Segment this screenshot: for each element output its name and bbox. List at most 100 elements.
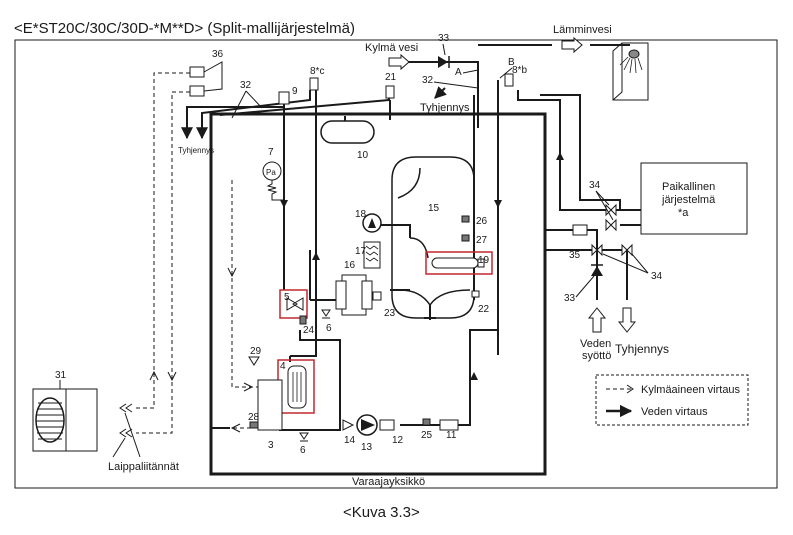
label-15: 15 bbox=[428, 203, 440, 214]
outdoor-unit bbox=[32, 380, 98, 452]
label-26: 26 bbox=[476, 216, 488, 227]
component-22 bbox=[471, 290, 480, 298]
label-10: 10 bbox=[357, 150, 369, 161]
label-27: 27 bbox=[476, 235, 488, 246]
unit-3 bbox=[257, 379, 283, 431]
label-6b: 6 bbox=[300, 445, 306, 456]
local-system-line2: järjestelmä bbox=[661, 194, 716, 206]
pressure-gauge-text: Pa bbox=[266, 168, 276, 177]
label-17: 17 bbox=[355, 246, 367, 257]
local-system-line3: *a bbox=[678, 207, 689, 219]
component-9 bbox=[278, 91, 290, 105]
component-36-top bbox=[189, 66, 205, 78]
label-3: 3 bbox=[268, 440, 274, 451]
cold-water-label: Kylmä vesi bbox=[365, 42, 418, 54]
water-lines bbox=[186, 44, 625, 431]
cold-water-arrow bbox=[388, 53, 410, 71]
valve-14 bbox=[342, 419, 355, 431]
local-system-box bbox=[640, 162, 748, 235]
drain-right-arrow bbox=[617, 307, 637, 333]
label-33b: 33 bbox=[564, 293, 576, 304]
drain-cock-6-upper bbox=[321, 309, 331, 319]
label-12: 12 bbox=[392, 435, 404, 446]
figure-caption: <Kuva 3.3> bbox=[343, 504, 420, 521]
local-system-line1: Paikallinen bbox=[662, 181, 715, 193]
component-21 bbox=[385, 85, 395, 99]
label-18: 18 bbox=[355, 209, 367, 220]
component-12 bbox=[379, 419, 395, 431]
three-way-valve-5-box bbox=[279, 289, 308, 319]
refrigerant-lines bbox=[136, 72, 258, 434]
refrigerant-flow-arrows bbox=[149, 267, 254, 433]
label-7: 7 bbox=[268, 147, 274, 158]
label-5: 5 bbox=[284, 292, 290, 303]
sensor-27 bbox=[461, 234, 470, 242]
component-8b bbox=[504, 73, 514, 87]
valves-34-bottom bbox=[591, 243, 633, 257]
label-8c: 8*c bbox=[310, 66, 324, 77]
storage-unit-frame bbox=[209, 112, 547, 476]
label-31: 31 bbox=[55, 370, 67, 381]
label-32a: 32 bbox=[240, 80, 252, 91]
label-22: 22 bbox=[478, 304, 490, 315]
diagram-title: <E*ST20C/30C/30D-*M**D> (Split-mallijärj… bbox=[14, 20, 355, 37]
component-29 bbox=[248, 356, 260, 366]
label-8b: 8*b bbox=[512, 65, 527, 76]
label-33a: 33 bbox=[438, 33, 450, 44]
check-valve-33-top bbox=[438, 56, 450, 68]
label-9: 9 bbox=[292, 86, 298, 97]
label-34a: 34 bbox=[589, 180, 601, 191]
shower-fixture bbox=[590, 42, 649, 101]
label-34b: 34 bbox=[651, 271, 663, 282]
label-14: 14 bbox=[344, 435, 356, 446]
component-36-bottom bbox=[189, 85, 205, 97]
drain-left-label: Tyhjennys bbox=[178, 146, 214, 155]
label-35: 35 bbox=[569, 250, 581, 261]
hot-water-label: Lämminvesi bbox=[553, 24, 612, 36]
label-13: 13 bbox=[361, 442, 373, 453]
sensor-28 bbox=[249, 421, 259, 429]
legend-refrigerant: Kylmäaineen virtaus bbox=[641, 384, 741, 396]
drain-top-label: Tyhjennys bbox=[420, 102, 470, 114]
expansion-vessel-10 bbox=[320, 120, 375, 144]
legend-box bbox=[595, 374, 749, 426]
storage-unit-label: Varaajayksikkö bbox=[352, 476, 425, 488]
drain-right-label: Tyhjennys bbox=[615, 342, 669, 356]
three-way-valve-5 bbox=[286, 297, 304, 311]
hot-water-arrow bbox=[561, 36, 583, 54]
label-23: 23 bbox=[384, 308, 396, 319]
drain-arrow-top bbox=[434, 86, 447, 99]
label-point-a: A bbox=[455, 67, 462, 78]
flare-connections-label: Laippaliitännät bbox=[108, 461, 179, 473]
immersion-heater-19 bbox=[431, 257, 479, 269]
label-25: 25 bbox=[421, 430, 433, 441]
water-supply-line1: Veden bbox=[580, 338, 611, 350]
label-32b: 32 bbox=[422, 75, 434, 86]
label-24: 24 bbox=[303, 325, 315, 336]
sensor-25 bbox=[422, 418, 431, 426]
outer-frame bbox=[14, 39, 778, 489]
label-4: 4 bbox=[280, 361, 286, 372]
water-supply-line2: syöttö bbox=[582, 350, 611, 362]
flow-sensor-11 bbox=[439, 419, 459, 431]
flare-connection-markers bbox=[119, 403, 133, 438]
filter-17 bbox=[363, 241, 381, 269]
component-24 bbox=[299, 315, 307, 325]
component-8c bbox=[309, 77, 319, 91]
label-11: 11 bbox=[446, 430, 457, 441]
label-point-b: B bbox=[508, 57, 515, 68]
drain-cock-6-lower bbox=[299, 432, 309, 442]
label-28: 28 bbox=[248, 412, 260, 423]
label-29: 29 bbox=[250, 346, 262, 357]
water-flow-arrows bbox=[280, 152, 564, 380]
label-6a: 6 bbox=[326, 323, 332, 334]
check-valve-33-bottom bbox=[591, 264, 603, 276]
immersion-heater-19-box bbox=[425, 251, 493, 275]
label-19: 19 bbox=[478, 255, 490, 266]
legend-water: Veden virtaus bbox=[641, 406, 708, 418]
water-supply-arrow bbox=[587, 307, 607, 333]
component-35 bbox=[572, 224, 588, 236]
label-16: 16 bbox=[344, 260, 356, 271]
label-36: 36 bbox=[212, 49, 224, 60]
